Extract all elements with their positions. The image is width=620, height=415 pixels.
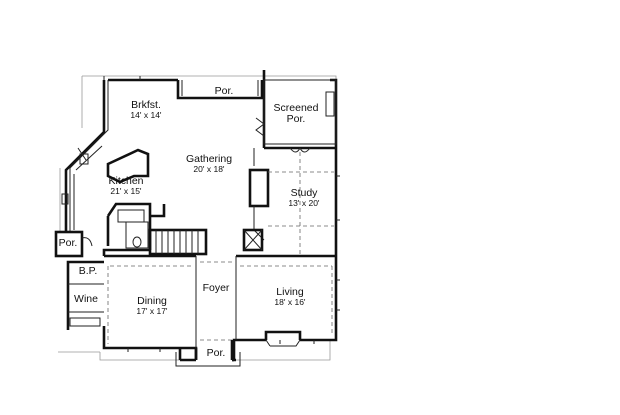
gathering-opening xyxy=(253,148,265,241)
room-name: Kitchen xyxy=(108,175,144,187)
foyer-walls xyxy=(195,256,237,348)
room-name: Por. xyxy=(206,347,226,359)
kitchen-island xyxy=(106,148,150,184)
room-porch-bottom: Por. xyxy=(200,347,232,359)
room-wine: Wine xyxy=(70,293,102,305)
screened-porch-door xyxy=(255,117,265,137)
study-doors xyxy=(289,147,311,153)
left-porch xyxy=(54,230,84,258)
room-gathering: Gathering 20' x 18' xyxy=(176,153,242,175)
top-porch-inner xyxy=(181,80,259,96)
room-name: Brkfst. xyxy=(131,99,161,111)
room-name: Screened Por. xyxy=(273,102,319,126)
pantry-shelf xyxy=(117,209,145,223)
room-name: Foyer xyxy=(202,282,230,294)
breakfast-bay xyxy=(69,80,109,232)
room-kitchen: Kitchen 21' x 15' xyxy=(100,175,152,197)
living-ceiling xyxy=(240,265,333,336)
bp-wall xyxy=(68,283,104,313)
room-foyer: Foyer xyxy=(198,282,234,294)
screened-porch-outline xyxy=(263,79,337,145)
room-dimensions: 18' x 16' xyxy=(274,297,306,308)
room-name: Study xyxy=(290,187,318,199)
room-dimensions: 13' x 20' xyxy=(288,198,320,209)
room-name: Por. xyxy=(58,237,78,249)
room-porch-left: Por. xyxy=(56,237,80,249)
kitchen-sink xyxy=(79,153,89,165)
room-name: Dining xyxy=(137,295,167,307)
room-dimensions: 20' x 18' xyxy=(193,164,225,175)
room-dimensions: 14' x 14' xyxy=(130,110,162,121)
wine-cabinet xyxy=(69,317,101,327)
screened-porch-fireplace xyxy=(325,91,335,117)
living-closet xyxy=(242,228,264,252)
top-porch-wall xyxy=(176,80,264,100)
room-porch-top: Por. xyxy=(204,85,244,97)
kitchen-range xyxy=(61,193,69,205)
room-name: Living xyxy=(276,286,304,298)
front-porch-step xyxy=(175,352,241,367)
room-bp: B.P. xyxy=(74,265,102,277)
room-dimensions: 17' x 17' xyxy=(136,306,168,317)
window-marks xyxy=(103,76,340,352)
room-brkfst: Brkfst. 14' x 14' xyxy=(118,99,174,121)
study-ceiling xyxy=(268,152,334,254)
stair-treads xyxy=(155,230,199,254)
closet-x xyxy=(243,229,263,251)
room-study: Study 13' x 20' xyxy=(278,187,330,209)
foyer-ceiling xyxy=(200,261,232,341)
toilet xyxy=(132,236,142,248)
room-name: Por. xyxy=(214,85,234,97)
room-dining: Dining 17' x 17' xyxy=(124,295,180,317)
living-fireplace xyxy=(264,330,302,340)
room-living: Living 18' x 16' xyxy=(262,286,318,308)
dining-ceiling xyxy=(107,265,192,344)
eave-outline xyxy=(58,75,337,361)
gathering-fireplace xyxy=(248,168,270,208)
room-name: B.P. xyxy=(78,265,98,277)
left-porch-door xyxy=(81,237,93,247)
staircase xyxy=(148,228,208,256)
front-porch xyxy=(178,340,236,362)
room-name: Wine xyxy=(74,293,98,305)
powder-room xyxy=(125,221,149,249)
room-name: Gathering xyxy=(185,153,233,165)
living-hearth xyxy=(265,339,301,347)
room-screened-porch: Screened Por. xyxy=(266,102,326,126)
room-dimensions: 21' x 15' xyxy=(110,186,142,197)
